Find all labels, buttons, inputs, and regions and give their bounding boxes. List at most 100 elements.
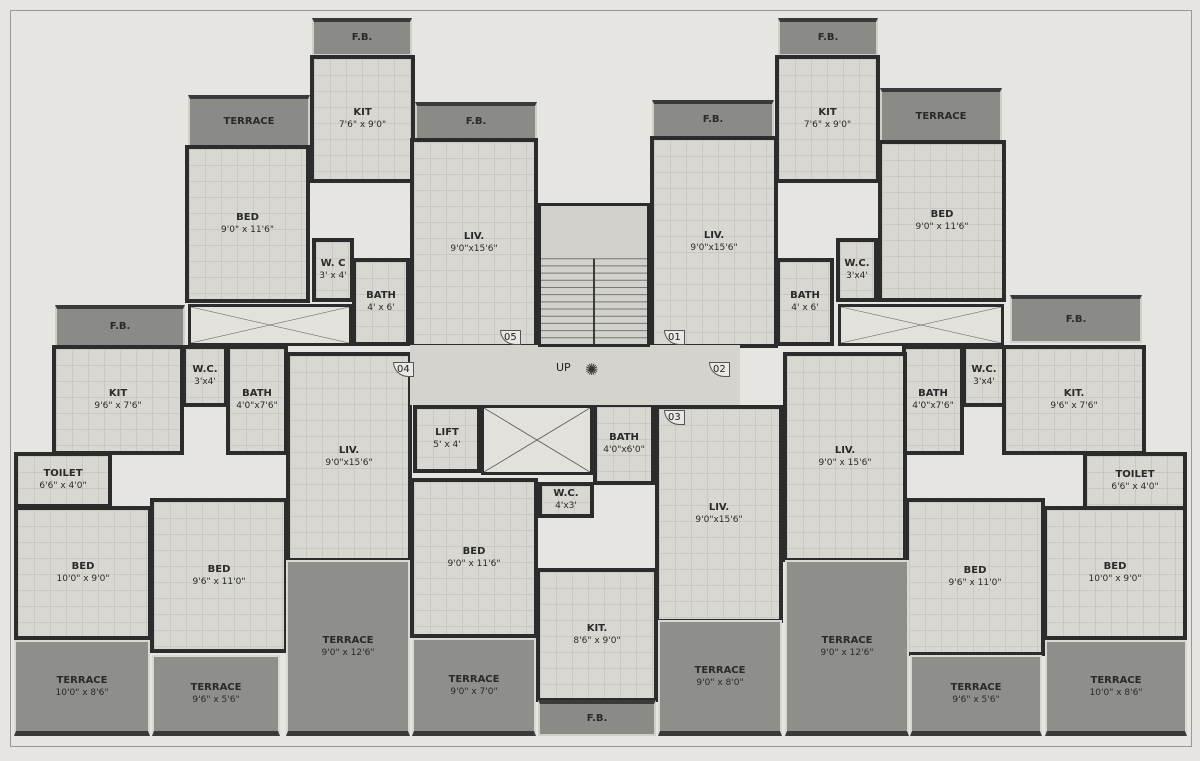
shaft-cross-icon <box>191 307 349 343</box>
room-size: 9'0"x15'6" <box>690 243 738 253</box>
room-name: TERRACE <box>694 664 746 676</box>
room-size: 9'0"x15'6" <box>695 515 743 525</box>
room-size: 7'6" x 9'0" <box>338 120 387 130</box>
room-name: TERRACE <box>190 682 242 693</box>
room-size: 3'x4' <box>194 377 216 387</box>
room-size: 9'6" x 7'6" <box>94 401 142 411</box>
room-name: BED <box>1103 561 1127 572</box>
room-name: BED <box>930 209 954 220</box>
shaft-cross-icon <box>484 408 590 472</box>
room-size: 4'x3' <box>555 501 577 511</box>
duct-shaft-u01-duct <box>838 304 1004 346</box>
room-name: F.B. <box>351 32 373 43</box>
room-size: 6'6" x 4'0" <box>39 481 87 491</box>
room-name: W.C. <box>971 364 997 375</box>
room-name: BATH <box>242 388 272 399</box>
room-u05-bath: BATH 4' x 6' <box>352 258 410 346</box>
room-name: KIT. <box>1063 388 1085 399</box>
room-name: TERRACE <box>223 116 275 127</box>
shaft-cross-icon <box>841 307 1001 343</box>
room-name: W.C. <box>553 488 579 499</box>
room-name: KIT <box>353 107 372 118</box>
room-size: 3'x4' <box>846 271 868 281</box>
room-name: KIT. <box>586 623 608 634</box>
room-size: 9'6" x 7'6" <box>1050 401 1098 411</box>
room-size: 9'0" x 12'6" <box>321 647 375 658</box>
room-name: W.C. <box>844 258 870 269</box>
room-u02-fb: F.B. <box>1010 295 1142 343</box>
room-name: BED <box>71 561 95 572</box>
room-size: 4'0"x6'0" <box>603 445 645 455</box>
room-size: 9'0" x 11'6" <box>221 225 274 235</box>
room-lift: LIFT 5' x 4' <box>413 405 481 473</box>
room-size: 4'0"x7'6" <box>236 401 278 411</box>
room-name: BED <box>462 546 486 557</box>
room-u05-terrace: TERRACE <box>188 95 310 147</box>
room-u05-kit: KIT 7'6" x 9'0" <box>310 55 415 183</box>
door-number-02: 02 <box>709 362 730 377</box>
room-u03-kit: KIT. 8'6" x 9'0" <box>536 568 658 702</box>
room-size: 3'x4' <box>973 377 995 387</box>
room-u02-bath: BATH 4'0"x7'6" <box>902 345 964 455</box>
room-u03-wc: W.C. 4'x3' <box>538 482 594 518</box>
room-name: LIFT <box>435 427 459 438</box>
room-size: 3' x 4' <box>319 271 347 281</box>
room-size: 10'0" x 8'6" <box>1089 687 1143 698</box>
room-size: 4' x 6' <box>367 303 395 313</box>
room-u03-liv: LIV.9'0"x15'6" <box>655 405 783 623</box>
room-size: 7'6" x 9'0" <box>803 120 852 130</box>
room-name: F.B. <box>465 116 487 127</box>
room-name: TERRACE <box>915 110 967 122</box>
room-name: TOILET <box>1115 469 1155 480</box>
room-u03-bath: BATH 4'0"x6'0" <box>593 403 655 485</box>
plan-border <box>10 10 1192 747</box>
room-u02-liv: LIV. 9'0" x 15'6" <box>783 352 907 562</box>
room-name: TERRACE <box>1090 674 1142 686</box>
room-u04-bath: BATH 4'0"x7'6" <box>226 345 288 455</box>
room-name: BATH <box>918 388 948 399</box>
room-size: 5' x 4' <box>433 440 461 450</box>
room-size: 8'6" x 9'0" <box>573 636 621 646</box>
room-u02-kit: KIT. 9'6" x 7'6" <box>1002 345 1146 455</box>
room-name: BED <box>236 212 259 223</box>
room-size: 4'0"x7'6" <box>912 401 954 411</box>
room-u02-toilet: TOILET 6'6" x 4'0" <box>1083 452 1187 510</box>
room-size: 9'0" x 8'0" <box>696 677 744 688</box>
lobby-corridor <box>410 345 740 405</box>
stair-up-label: UP <box>556 361 571 374</box>
room-size: 4' x 6' <box>791 303 819 313</box>
room-u04-fb: F.B. <box>55 305 185 347</box>
room-name: BATH <box>609 432 639 443</box>
room-size: 9'0" x 15'6" <box>818 458 872 468</box>
room-size: 6'6" x 4'0" <box>1111 482 1159 492</box>
room-name: BATH <box>366 290 396 301</box>
room-name: TERRACE <box>821 634 873 646</box>
compass-icon: ✺ <box>585 360 599 379</box>
staircase <box>538 203 650 347</box>
room-size: 9'0"x15'6" <box>325 458 373 468</box>
room-size: 9'0"x15'6" <box>450 244 498 254</box>
stair-steps-icon <box>541 258 647 344</box>
room-u01-fb: F.B. <box>778 18 878 56</box>
room-name: LIV. <box>834 445 856 456</box>
door-number-03: 03 <box>664 410 685 425</box>
door-number-05: 05 <box>500 330 521 345</box>
room-name: F.B. <box>1065 314 1087 325</box>
room-u05-fb2: F.B. <box>415 102 537 140</box>
room-u01-liv: LIV.9'0"x15'6" <box>650 136 778 348</box>
room-u01-wc: W.C. 3'x4' <box>836 238 878 302</box>
door-number-01: 01 <box>664 330 685 345</box>
room-u05-bed: BED 9'0" x 11'6" <box>185 145 310 303</box>
